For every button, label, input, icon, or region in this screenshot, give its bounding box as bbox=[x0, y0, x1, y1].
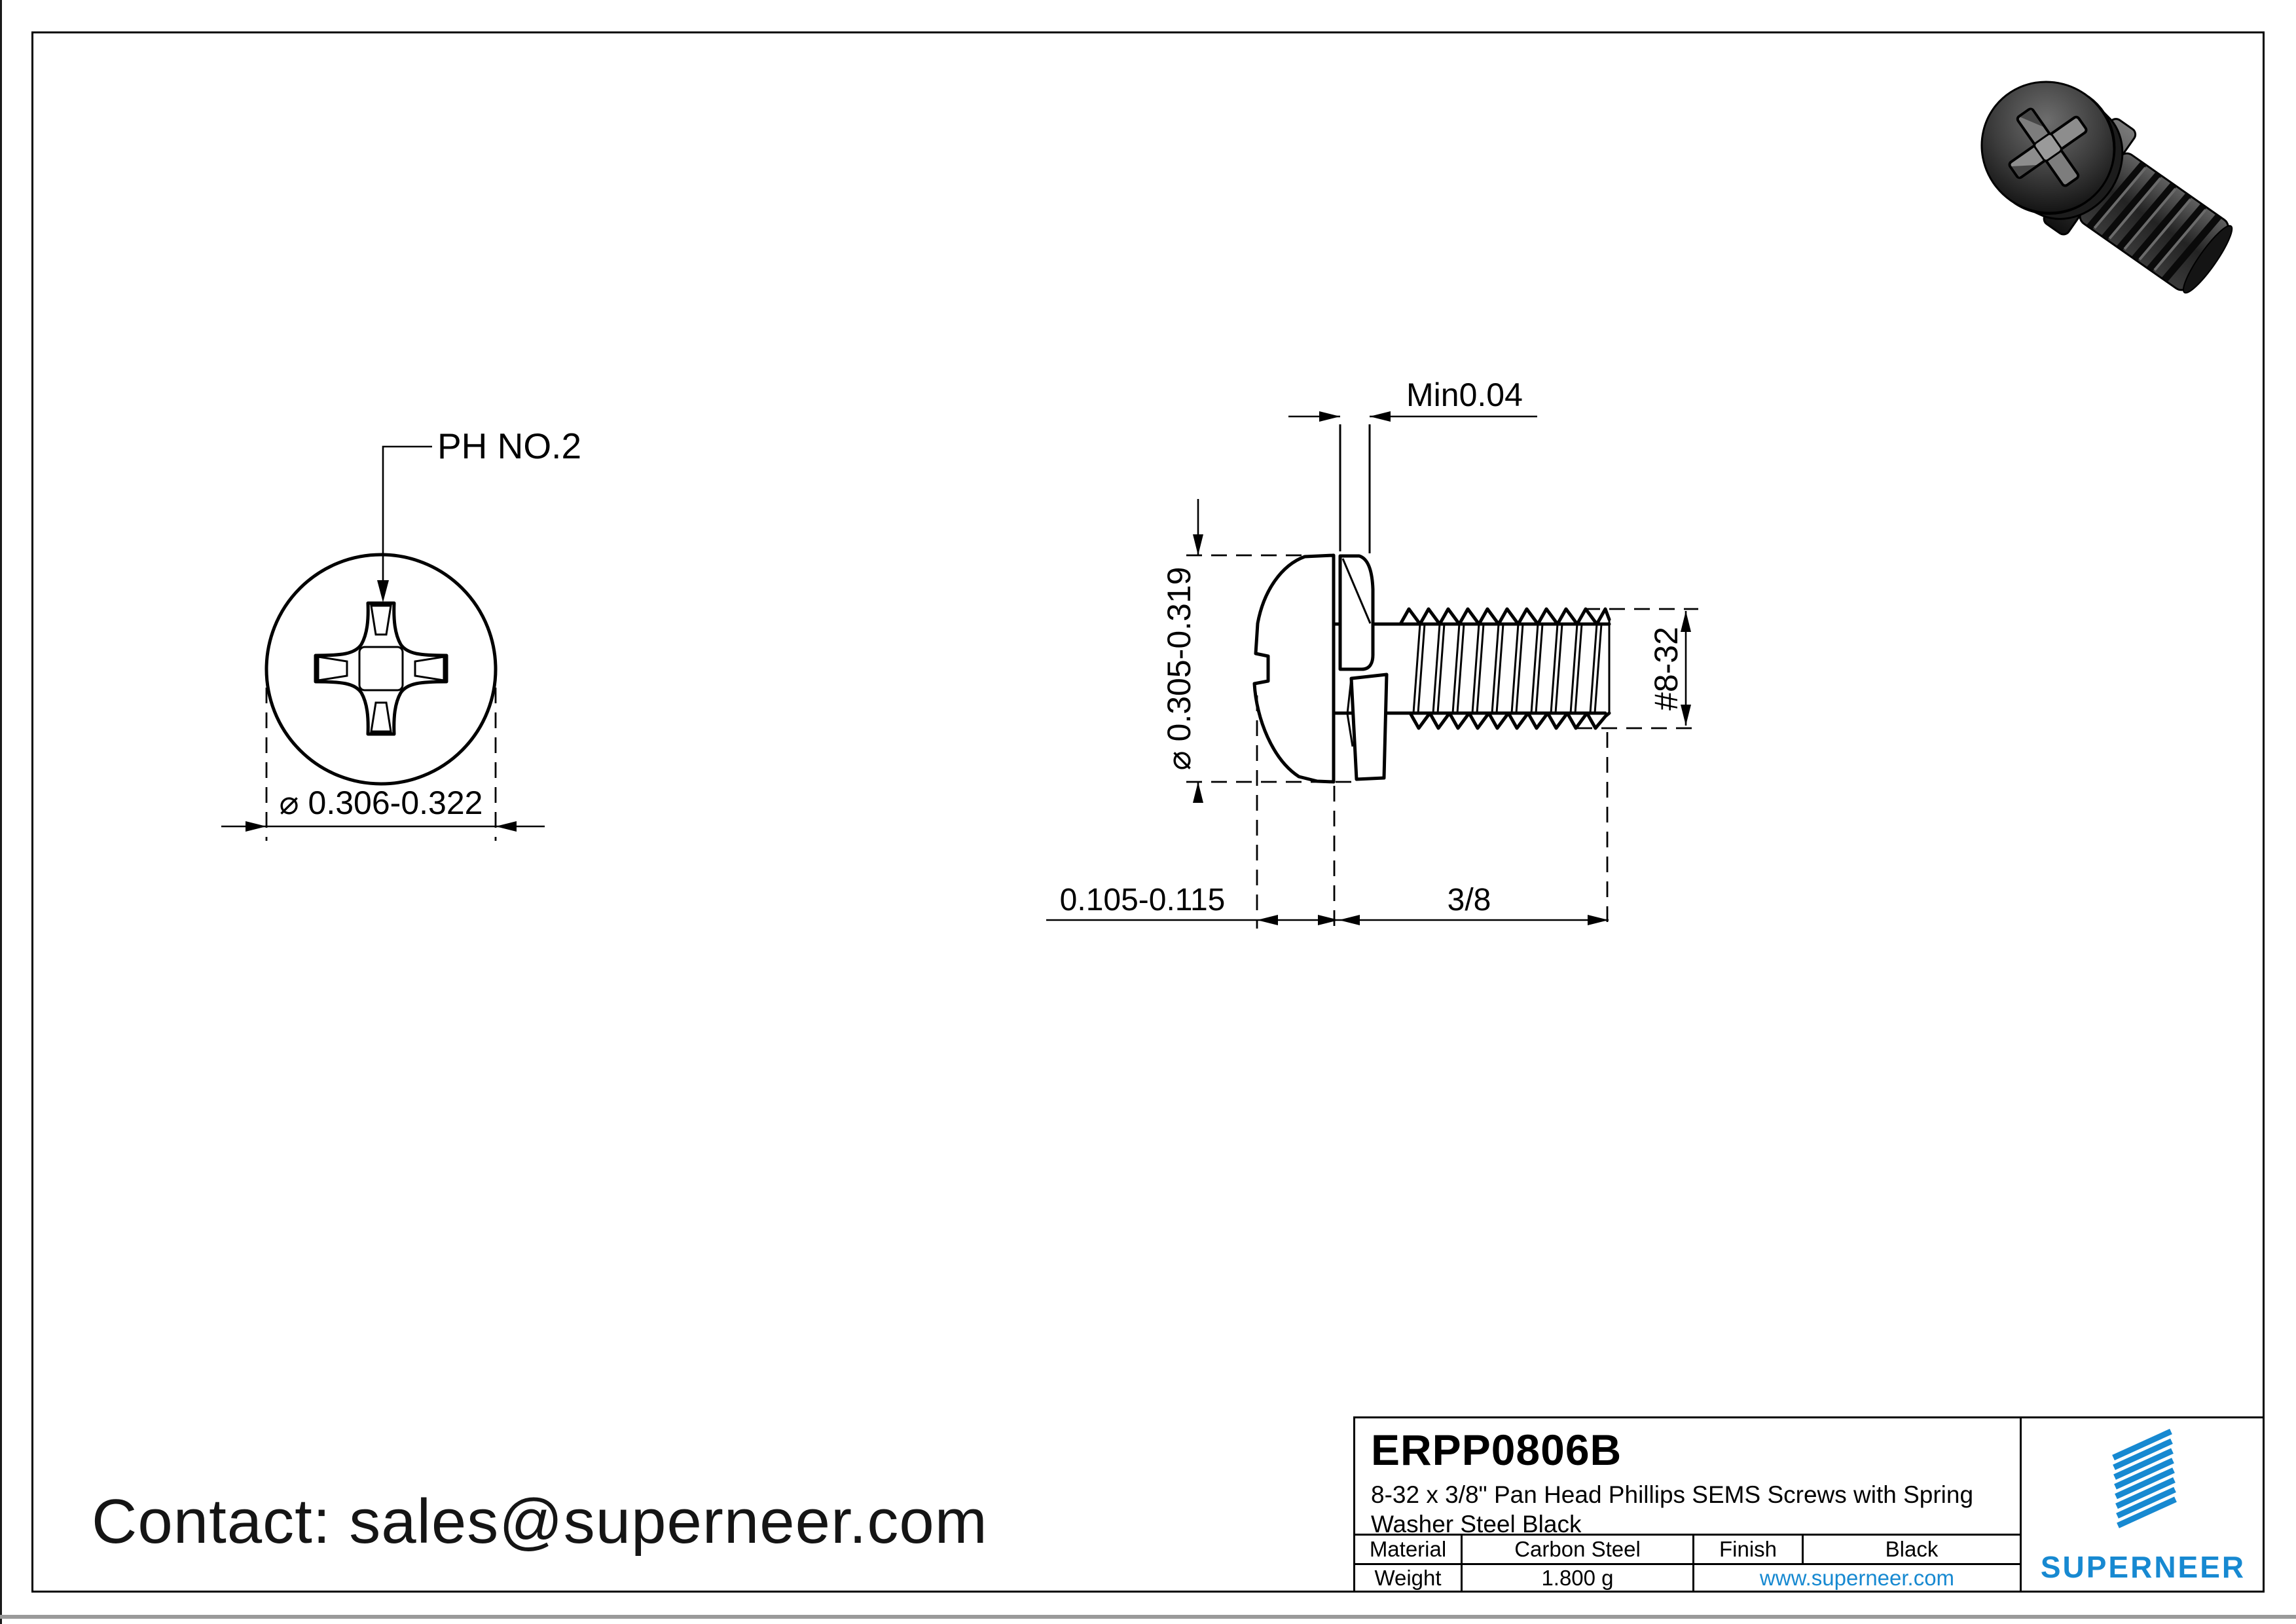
title-block: ERPP0806B 8-32 x 3/8" Pan Head Phillips … bbox=[1353, 1416, 2265, 1593]
spring-washer-split-edge bbox=[1341, 558, 1372, 624]
divider bbox=[1461, 1534, 1463, 1591]
divider bbox=[1692, 1534, 1694, 1591]
contact-email-line: Contact: sales@superneer.com bbox=[92, 1486, 988, 1557]
head-diameter-dim: ⌀ 0.306-0.322 bbox=[280, 784, 483, 821]
phillips-recess-graphic bbox=[314, 601, 448, 736]
spring-washer-upper bbox=[1338, 554, 1375, 671]
side-head-diameter-dim: ⌀ 0.305-0.319 bbox=[1161, 567, 1197, 771]
spring-washer-lower bbox=[1349, 673, 1389, 781]
divider bbox=[1802, 1534, 1804, 1563]
ph-callout-leader bbox=[382, 445, 432, 583]
divider bbox=[1355, 1534, 2022, 1536]
extension-line bbox=[1339, 424, 1371, 553]
weight-label: Weight bbox=[1374, 1565, 1442, 1590]
part-description: 8-32 x 3/8" Pan Head Phillips SEMS Screw… bbox=[1371, 1480, 2013, 1539]
brand-name: SUPERNEER bbox=[2040, 1550, 2246, 1584]
part-number: ERPP0806B bbox=[1371, 1426, 1622, 1474]
superneer-logo-icon bbox=[2112, 1428, 2177, 1528]
thread-ribs bbox=[2086, 161, 2221, 282]
weight-value: 1.800 g bbox=[1541, 1565, 1614, 1590]
projection-line bbox=[1186, 554, 1351, 783]
thread-flanks bbox=[1412, 623, 1603, 714]
finish-label: Finish bbox=[1719, 1537, 1777, 1561]
phillips-cross-graphic bbox=[2008, 107, 2088, 187]
thread-crest-top bbox=[1398, 607, 1611, 626]
ph-callout-label: PH NO.2 bbox=[437, 426, 581, 466]
page-bottom-edge bbox=[0, 1615, 2296, 1619]
spring-washer-tip bbox=[1346, 678, 1354, 747]
description-line-2: Washer Steel Black bbox=[1371, 1511, 1582, 1538]
side-view: Min0.04 ⌀ 0.305-0.319 #8-32 0.105-0.115 … bbox=[1046, 377, 1698, 929]
drawing-frame-border bbox=[31, 31, 2265, 1593]
screw-3d-render bbox=[1980, 81, 2233, 294]
thread-spec-dim: #8-32 bbox=[1648, 627, 1685, 710]
projection-line bbox=[1576, 608, 1698, 729]
material-value: Carbon Steel bbox=[1514, 1537, 1641, 1561]
length-dim: 3/8 bbox=[1448, 883, 1491, 917]
leader-arrowhead-icon bbox=[377, 580, 389, 602]
material-label: Material bbox=[1369, 1537, 1447, 1561]
website-link[interactable]: www.superneer.com bbox=[1759, 1565, 1955, 1590]
front-view: PH NO.2 ⌀ 0.306-0.322 bbox=[221, 426, 581, 841]
divider bbox=[1355, 1563, 2022, 1565]
divider bbox=[2020, 1418, 2022, 1591]
description-line-1: 8-32 x 3/8" Pan Head Phillips SEMS Screw… bbox=[1371, 1481, 1974, 1508]
page-left-edge bbox=[0, 0, 2, 1624]
thread-crest-bottom bbox=[1408, 711, 1611, 730]
finish-value: Black bbox=[1885, 1537, 1939, 1561]
pan-head-profile bbox=[1252, 553, 1336, 784]
head-height-dim: 0.105-0.115 bbox=[1060, 883, 1226, 917]
washer-thickness-dim: Min0.04 bbox=[1406, 377, 1523, 413]
extension-line bbox=[1256, 695, 1609, 929]
